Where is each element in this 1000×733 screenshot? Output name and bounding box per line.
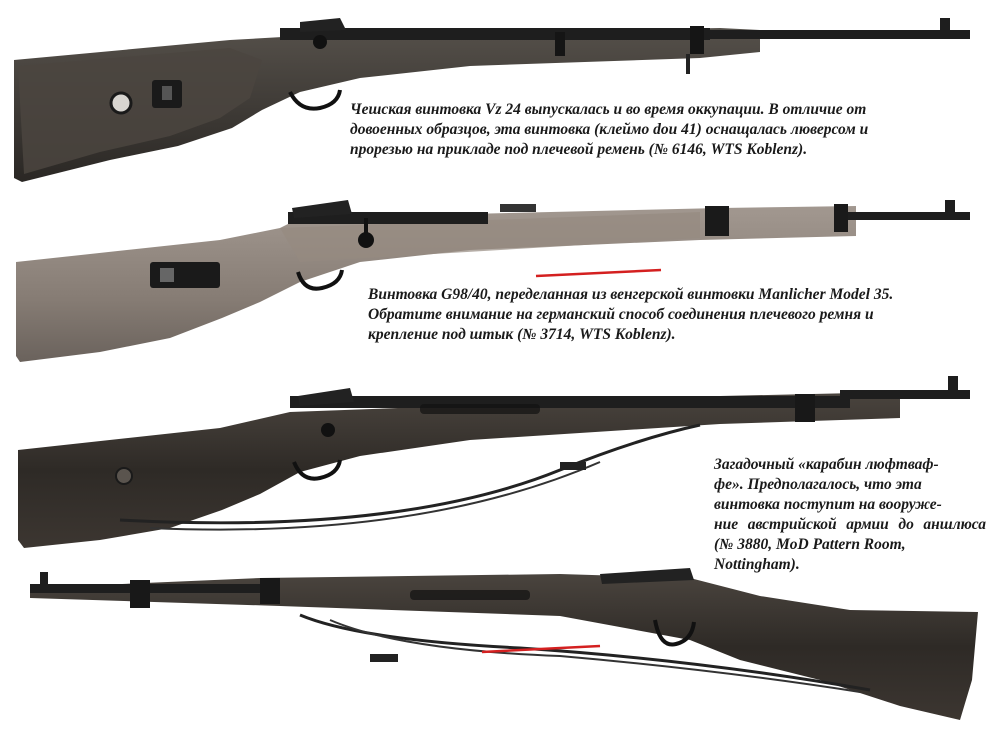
red-underline-1 [535, 268, 662, 278]
caption-line: ние австрийской армии до аншлюса (№ 3880… [714, 516, 986, 553]
red-underline-2 [481, 644, 601, 654]
caption-line: Обратите внимание на германский способ с… [368, 306, 874, 323]
rifle-carbine-reverse [30, 568, 978, 720]
caption-line: Загадочный «карабин люфтваф- [714, 456, 939, 473]
caption-luftwaffe-carbine: Загадочный «карабин люфтваф- фе». Предпо… [714, 455, 986, 575]
caption-line: довоенных образцов, эта винтовка (клеймо… [350, 121, 869, 138]
rifle-g98-40 [16, 200, 970, 362]
rifle-vz24 [14, 18, 970, 182]
rifle-luftwaffe-carbine [18, 376, 970, 548]
caption-line-long: ние австрийской армии до аншлюса (№ 3880… [714, 515, 986, 555]
caption-g98-40: Винтовка G98/40, переделанная из венгерс… [368, 285, 893, 345]
caption-line: винтовка поступит на вооруже- [714, 496, 942, 513]
caption-line: Nottingham). [714, 556, 800, 573]
caption-vz24: Чешская винтовка Vz 24 выпускалась и во … [350, 100, 868, 160]
caption-line: Винтовка G98/40, переделанная из венгерс… [368, 286, 894, 303]
caption-line: фе». Предполагалось, что эта [714, 476, 922, 493]
caption-line: Чешская винтовка Vz 24 выпускалась и во … [350, 101, 867, 118]
caption-line: прорезью на прикладе под плечевой ремень… [350, 141, 808, 158]
caption-line: крепление под штык (№ 3714, WTS Koblenz)… [368, 326, 676, 343]
